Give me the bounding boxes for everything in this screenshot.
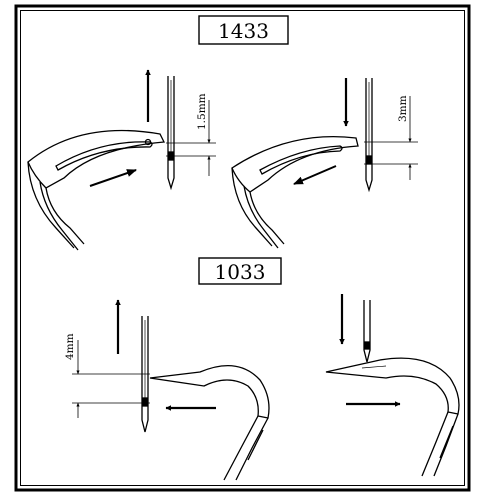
dimension-label-1.5mm: 1.5mm xyxy=(196,93,208,130)
dimension-3mm xyxy=(364,96,418,180)
hook-slot xyxy=(55,141,153,171)
hook-rotation-arrow-left xyxy=(89,169,137,187)
hook-arm-outer xyxy=(433,413,459,477)
dimension-label-4mm: 4mm xyxy=(64,333,76,360)
hook-arm-mid xyxy=(243,185,279,249)
top-right-figure xyxy=(231,135,359,249)
hook-arm-outer xyxy=(27,161,75,249)
dimension-label-3mm: 3mm xyxy=(397,95,409,122)
bottom-right-needle xyxy=(363,300,371,363)
hook-point xyxy=(325,357,460,415)
hook-slot xyxy=(259,145,343,175)
hook-rotation-arrow-right xyxy=(293,165,337,185)
hook-body xyxy=(231,135,359,193)
label-1433: 1433 xyxy=(218,19,269,43)
hook-point xyxy=(149,365,270,419)
top-left-needle xyxy=(167,76,175,191)
hook-arm-inner xyxy=(45,187,85,245)
hook-arm-mid xyxy=(439,425,454,459)
hook-arm-inner xyxy=(223,415,259,481)
top-right-needle xyxy=(365,78,373,193)
hook-slot-hole xyxy=(144,138,152,146)
outer-frame xyxy=(14,4,471,492)
hook-body xyxy=(27,129,166,189)
bottom-right-hook xyxy=(325,357,460,477)
dimension-4mm xyxy=(72,340,150,418)
hook-arm-inner xyxy=(249,191,285,245)
dimension-1.5mm xyxy=(166,100,216,176)
hook-arm-mid xyxy=(247,429,264,461)
inner-frame xyxy=(20,10,465,486)
top-left-figure xyxy=(27,129,166,251)
panel-1433: 1433 1.5mm xyxy=(27,15,418,251)
bottom-left-hook xyxy=(149,365,270,481)
hook-arm-mid xyxy=(39,181,79,251)
label-1033: 1033 xyxy=(215,260,266,284)
label-box-1433 xyxy=(198,15,289,45)
panel-1033: 1033 4mm xyxy=(64,257,460,481)
hook-arm-outer xyxy=(235,417,269,481)
hook-arm-inner xyxy=(421,411,449,477)
hook-arm-outer xyxy=(231,167,273,247)
label-box-1033 xyxy=(198,257,282,285)
